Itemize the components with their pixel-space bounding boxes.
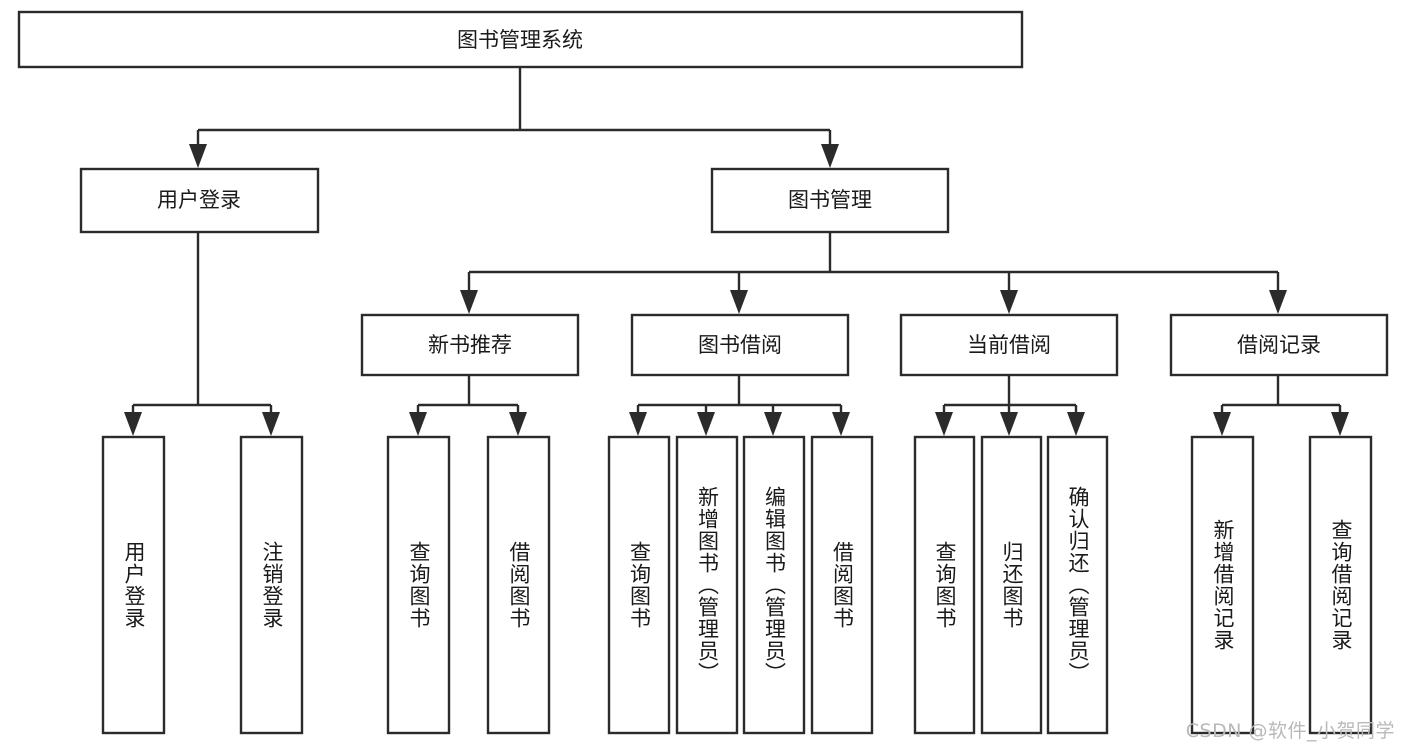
arrowhead-icon: [124, 412, 142, 436]
arrowhead-layer: [124, 144, 1349, 436]
node-book-borrow[interactable]: 图书借阅: [630, 313, 850, 377]
leaf-box-current-borrow-1[interactable]: [980, 435, 1043, 735]
leaf-box-borrow-record-0[interactable]: [1190, 435, 1255, 735]
connector-newbook-to-leaves: [416, 375, 520, 422]
connector-record-to-leaves: [1220, 375, 1342, 422]
node-new-book-recommend[interactable]: 新书推荐: [360, 313, 580, 377]
connector-borrow-to-leaves: [636, 375, 843, 422]
node-current-borrow[interactable]: 当前借阅: [899, 313, 1119, 377]
node-borrow-record[interactable]: 借阅记录: [1169, 313, 1389, 377]
arrowhead-icon: [1067, 412, 1085, 436]
node-current-borrow-box[interactable]: [899, 313, 1119, 377]
connector-layer: [131, 67, 1342, 422]
arrowhead-icon: [1269, 290, 1287, 314]
leaf-box-book-borrow-0[interactable]: [607, 435, 671, 735]
leaf-box-current-borrow-2[interactable]: [1046, 435, 1109, 735]
leaf-box-book-borrow-1[interactable]: [675, 435, 739, 735]
leaf-box-user-login-1[interactable]: [239, 435, 304, 735]
arrowhead-icon: [1213, 412, 1231, 436]
connector-root-to-level2: [196, 67, 832, 155]
arrowhead-icon: [409, 412, 427, 436]
arrowhead-icon: [764, 412, 782, 436]
node-root[interactable]: 图书管理系统: [17, 10, 1024, 69]
node-user-login-label: 用户登录: [157, 188, 241, 212]
leaf-box-current-borrow-0[interactable]: [913, 435, 976, 735]
node-borrow-record-box[interactable]: [1169, 313, 1389, 377]
node-book-management-label: 图书管理: [788, 188, 872, 212]
arrowhead-icon: [730, 290, 748, 314]
leaf-box-new-book-1[interactable]: [486, 435, 551, 735]
arrowhead-icon: [832, 412, 850, 436]
arrowhead-icon: [697, 412, 715, 436]
arrowhead-icon: [629, 412, 647, 436]
node-book-borrow-label: 图书借阅: [698, 333, 782, 357]
arrowhead-icon: [821, 144, 839, 168]
node-root-label: 图书管理系统: [457, 28, 583, 52]
arrowhead-icon: [935, 412, 953, 436]
node-borrow-record-label: 借阅记录: [1237, 333, 1321, 357]
csdn-watermark: CSDN @软件_小贺同学: [1185, 720, 1395, 742]
node-user-login-box[interactable]: [79, 167, 320, 234]
node-root-box[interactable]: [17, 10, 1024, 69]
leaf-box-new-book-0[interactable]: [386, 435, 451, 735]
node-current-borrow-label: 当前借阅: [967, 333, 1051, 357]
connector-bookmgmt-to-level3: [467, 232, 1280, 298]
connector-userlogin-to-leaves: [131, 232, 273, 422]
leaf-box-borrow-record-1[interactable]: [1308, 435, 1373, 735]
node-book-management[interactable]: 图书管理: [710, 167, 950, 234]
arrowhead-icon: [1000, 412, 1018, 436]
node-book-management-box[interactable]: [710, 167, 950, 234]
arrowhead-icon: [460, 290, 478, 314]
arrowhead-icon: [509, 412, 527, 436]
node-book-borrow-box[interactable]: [630, 313, 850, 377]
node-user-login[interactable]: 用户登录: [79, 167, 320, 234]
arrowhead-icon: [189, 144, 207, 168]
arrowhead-icon: [262, 412, 280, 436]
arrowhead-icon: [1000, 290, 1018, 314]
arrowhead-icon: [1331, 412, 1349, 436]
node-new-book-recommend-box[interactable]: [360, 313, 580, 377]
leaf-box-book-borrow-3[interactable]: [810, 435, 874, 735]
node-new-book-recommend-label: 新书推荐: [428, 333, 512, 357]
leaf-box-user-login-0[interactable]: [101, 435, 166, 735]
leaf-box-book-borrow-2[interactable]: [742, 435, 806, 735]
